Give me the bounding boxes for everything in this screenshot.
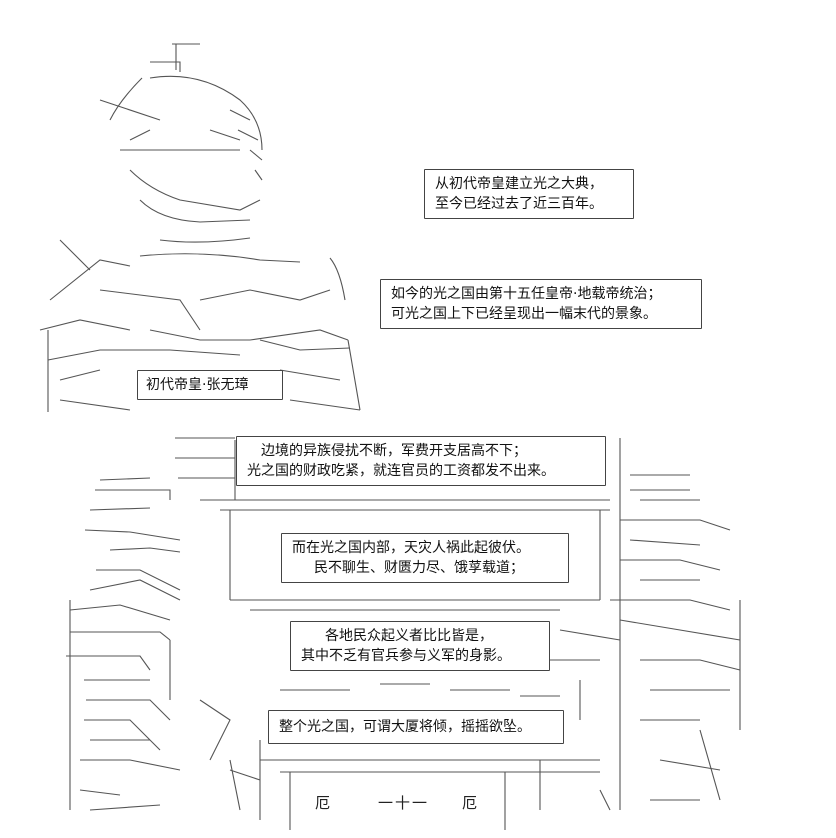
sign-char-center: 一十一 [378,794,430,812]
soldier-left-art [66,477,241,811]
caption-internal-line-1: 而在光之国内部，天灾人祸此起彼伏。 [292,540,530,556]
caption-current-line-1: 如今的光之国由第十五任皇帝·地载帝统治； [391,286,662,302]
caption-uprising-line-2: 其中不乏有官兵参与义军的身影。 [301,648,511,664]
caption-founding-line-1: 从初代帝皇建立光之大典， [435,176,603,192]
caption-founding-line-2: 至今已经过去了近三百年。 [435,196,603,212]
caption-uprising: 各地民众起义者比比皆是， 其中不乏有官兵参与义军的身影。 [290,621,550,671]
founder-name-label: 初代帝皇·张无璋 [137,370,283,400]
caption-founding: 从初代帝皇建立光之大典， 至今已经过去了近三百年。 [424,169,634,219]
caption-collapse: 整个光之国，可谓大厦将倾，摇摇欲坠。 [268,710,564,744]
caption-uprising-line-1: 各地民众起义者比比皆是， [325,628,493,644]
founder-name-text: 初代帝皇·张无璋 [146,377,249,393]
caption-border-line-2: 光之国的财政吃紧，就连官员的工资都发不出来。 [247,463,555,479]
sign-char-right: 厄 [462,794,480,812]
caption-current-line-2: 可光之国上下已经呈现出一幅末代的景象。 [391,306,657,322]
caption-border-line-1: 边境的异族侵扰不断，军费开支居高不下； [261,443,527,459]
sign-char-left: 厄 [315,794,333,812]
caption-internal-line-2: 民不聊生、财匮力尽、饿莩载道； [314,560,524,576]
caption-collapse-line: 整个光之国，可谓大厦将倾，摇摇欲坠。 [279,719,531,735]
palace-structure-art [175,437,621,830]
emperor-figure-art [39,43,361,412]
caption-current: 如今的光之国由第十五任皇帝·地载帝统治； 可光之国上下已经呈现出一幅末代的景象。 [380,279,702,329]
soldier-right-art [610,474,741,810]
caption-internal: 而在光之国内部，天灾人祸此起彼伏。 民不聊生、财匮力尽、饿莩载道； [281,533,569,583]
caption-border: 边境的异族侵扰不断，军费开支居高不下； 光之国的财政吃紧，就连官员的工资都发不出… [236,436,606,486]
